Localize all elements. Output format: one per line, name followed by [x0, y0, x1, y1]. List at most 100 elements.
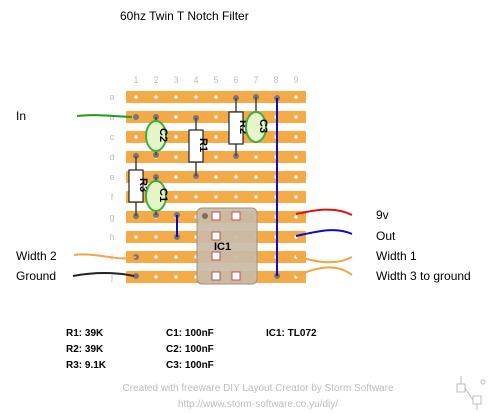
row-letter: f [111, 192, 114, 202]
row-letter: a [109, 92, 114, 102]
bom-r2: R2: 39K [66, 344, 104, 355]
hole [234, 195, 238, 199]
r1-label: R1 [197, 138, 209, 152]
hole [174, 155, 178, 159]
column-number: 5 [213, 75, 218, 85]
ic-pin [211, 251, 221, 261]
hole [134, 235, 138, 239]
c1-label: C1 [157, 188, 169, 202]
hole [294, 155, 298, 159]
hole [254, 195, 258, 199]
hole [294, 95, 298, 99]
ic1-pin1-marker [202, 213, 208, 219]
hole [214, 115, 218, 119]
hole [154, 275, 158, 279]
wire-9v [295, 208, 353, 216]
c2-label: C2 [157, 128, 169, 142]
hole [134, 95, 138, 99]
column-numbers: 1 2 3 4 5 6 7 8 9 [133, 75, 298, 85]
bom-c1: C1: 100nF [166, 328, 214, 339]
row-letter: b [109, 112, 114, 122]
label-out: Out [376, 229, 396, 243]
ic-pin [211, 271, 221, 281]
row-letter: j [110, 272, 113, 282]
capacitor-c1: C1 [145, 177, 169, 215]
row-letter: g [109, 212, 114, 222]
hole [174, 275, 178, 279]
footer-credit: Created with freeware DIY Layout Creator… [122, 383, 393, 394]
hole [214, 135, 218, 139]
hole [254, 155, 258, 159]
label-in: In [16, 109, 26, 123]
ic1-pins [211, 211, 241, 281]
hole [154, 235, 158, 239]
label-ground: Ground [16, 269, 56, 283]
wire-width3 [295, 266, 353, 277]
diagram-title: 60hz Twin T Notch Filter [120, 9, 249, 23]
wire-in [76, 114, 133, 118]
hole [154, 95, 158, 99]
bom-ic1: IC1: TL072 [266, 328, 317, 339]
hole [174, 255, 178, 259]
hole [214, 95, 218, 99]
hole [194, 195, 198, 199]
hole [174, 135, 178, 139]
wire-ground [72, 272, 135, 277]
resistor-r1: R1 [188, 118, 209, 176]
ic-pin [211, 231, 221, 241]
label-9v: 9v [376, 208, 389, 222]
column-number: 1 [133, 75, 138, 85]
row-letter: e [109, 172, 114, 182]
hole [294, 195, 298, 199]
row-letter: d [109, 152, 114, 162]
column-number: 9 [293, 75, 298, 85]
ic-pin [231, 271, 241, 281]
capacitor-c3: C3 [245, 97, 269, 143]
column-number: 2 [153, 75, 158, 85]
hole [214, 175, 218, 179]
ic-pin [231, 211, 241, 221]
label-width2: Width 2 [16, 249, 57, 263]
hole [254, 175, 258, 179]
hole [174, 95, 178, 99]
column-number: 7 [253, 75, 258, 85]
footer-url: http://www.storm-software.co.yu/diy/ [178, 399, 338, 410]
hole [294, 215, 298, 219]
c3-label: C3 [257, 119, 269, 133]
row-letter: c [110, 132, 115, 142]
ic-pin [211, 211, 221, 221]
hole [194, 95, 198, 99]
capacitor-c2: C2 [145, 117, 169, 155]
wire-width2 [73, 253, 137, 260]
column-number: 4 [193, 75, 198, 85]
hole [234, 175, 238, 179]
hole [214, 195, 218, 199]
hole [214, 155, 218, 159]
bom-r1: R1: 39K [66, 328, 104, 339]
hole [134, 135, 138, 139]
hole [174, 195, 178, 199]
solder-point [133, 273, 139, 279]
solder-point [133, 114, 139, 120]
row-letter: h [109, 232, 114, 242]
resistor-r3: R3 [128, 156, 149, 216]
wire-width1 [295, 255, 353, 264]
column-number: 8 [273, 75, 278, 85]
hole [294, 135, 298, 139]
diy-logo-icon [456, 376, 486, 410]
column-number: 3 [173, 75, 178, 85]
column-number: 6 [233, 75, 238, 85]
ic1-body [196, 207, 258, 285]
bom-r3: R3: 9.1K [66, 360, 107, 371]
hole [174, 175, 178, 179]
r3-label: R3 [137, 178, 149, 192]
bom-c3: C3: 100nF [166, 360, 214, 371]
ic1-label: IC1 [214, 241, 231, 253]
hole [294, 115, 298, 119]
hole [294, 175, 298, 179]
label-width1: Width 1 [376, 249, 417, 263]
label-width3: Width 3 to ground [376, 269, 471, 283]
bom-c2: C2: 100nF [166, 344, 214, 355]
